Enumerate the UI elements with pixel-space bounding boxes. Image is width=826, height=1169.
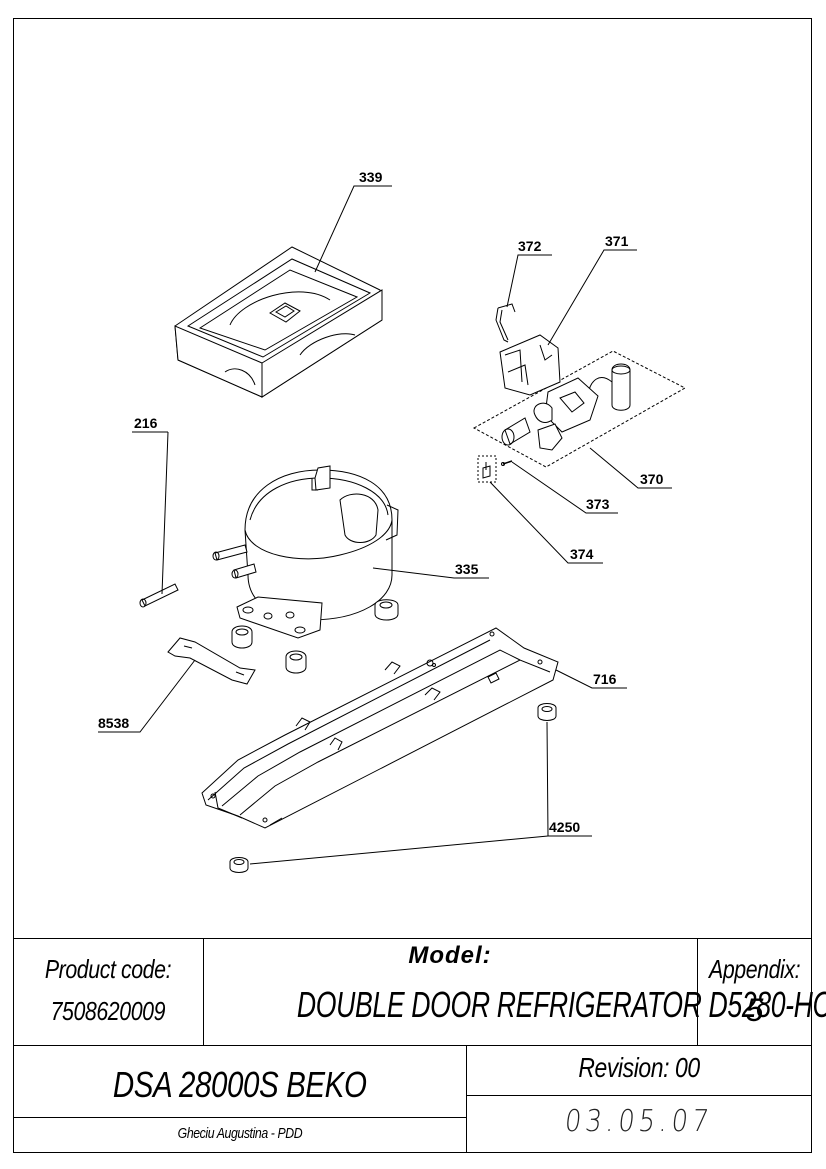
part-pipe [139,583,179,608]
part-relay-cover [499,334,561,396]
product-name: DSA 28000S BEKO [112,1064,367,1105]
callout-372: 372 [518,238,542,254]
callout-716: 716 [593,671,617,687]
part-grommets [229,625,557,873]
part-drip-tray [174,246,383,398]
part-wire-clip [495,303,516,343]
part-compressor [212,465,399,639]
title-block: Product code: 7508620009 Model: DOUBLE D… [13,938,826,1153]
model-label: Model: [408,942,492,969]
part-screw-bracket [477,455,513,483]
drawing-frame [13,18,812,1153]
product-code-label: Product code: [44,954,172,984]
part-electrical-kit [472,350,687,468]
leader-lines [98,185,672,865]
author: Gheciu Augustina - PDD [177,1125,302,1142]
part-clip-plate [167,637,256,685]
callout-370: 370 [640,471,664,487]
callout-371: 371 [605,233,629,249]
appendix-label: Appendix: [708,954,801,984]
callout-339: 339 [359,169,383,185]
callout-4250: 4250 [549,819,580,835]
callout-216: 216 [134,415,158,431]
callout-8538: 8538 [98,715,129,731]
callout-335: 335 [455,561,479,577]
product-code-value: 7508620009 [50,996,166,1026]
appendix-value: 5 [745,992,764,1028]
part-base-frame [201,627,559,829]
revision-date: 03.05.07 [563,1104,715,1139]
revision-label: Revision: 00 [578,1052,700,1083]
callout-374: 374 [570,546,594,562]
model-name: DOUBLE DOOR REFRIGERATOR D5280-HC [296,984,826,1025]
callout-373: 373 [586,496,610,512]
title-block-grid [13,938,812,1153]
